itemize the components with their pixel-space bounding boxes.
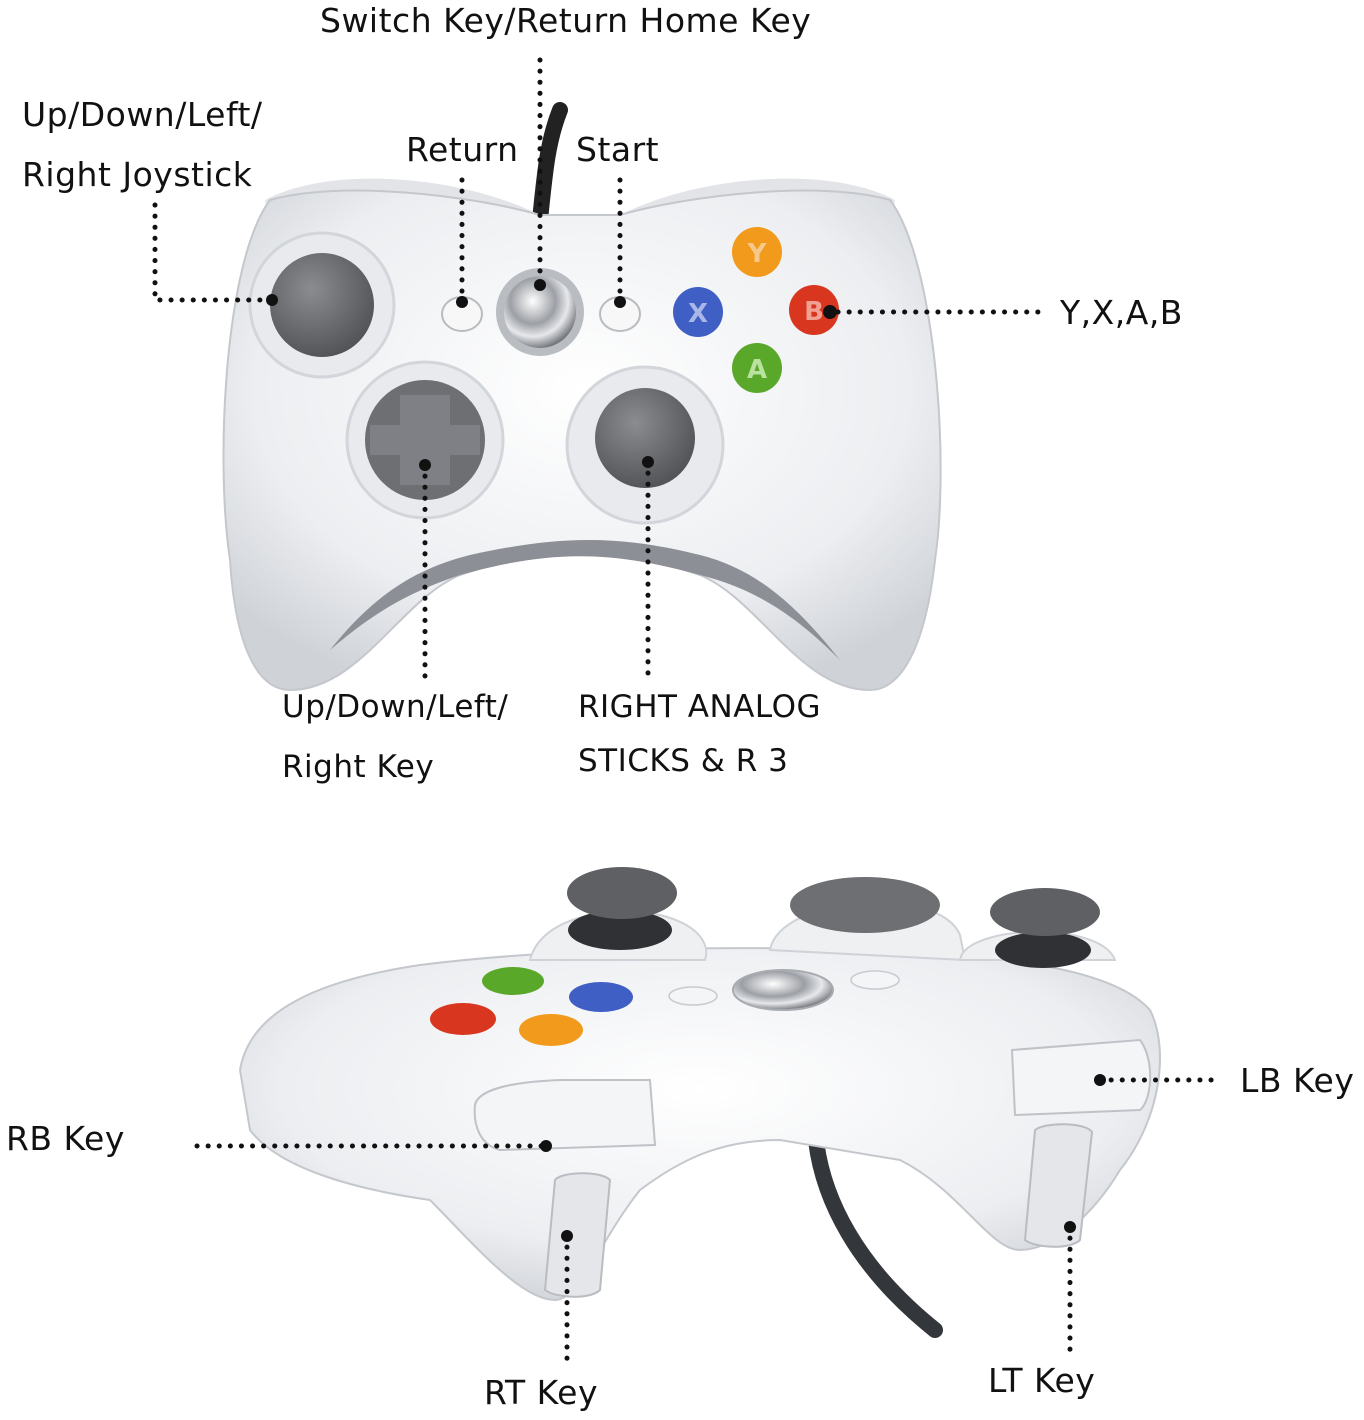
a-button[interactable] (732, 343, 782, 393)
y-button[interactable] (732, 227, 782, 277)
bottom-stick-right[interactable] (990, 888, 1100, 936)
bottom-controller (238, 867, 1161, 1338)
leader-joystick (152, 202, 275, 303)
rt-trigger[interactable] (543, 1172, 612, 1298)
x-button-letter: X (688, 299, 708, 329)
label-switch-home: Switch Key/Return Home Key (320, 1, 812, 40)
dot-dpad (419, 459, 431, 471)
bottom-stick-base-left (568, 910, 672, 950)
right-stick[interactable] (595, 388, 695, 488)
label-lt: LT Key (988, 1361, 1096, 1400)
dot-lb (1094, 1074, 1106, 1086)
label-lb: LB Key (1240, 1061, 1355, 1100)
label-return: Return (406, 130, 519, 169)
left-stick[interactable] (270, 253, 374, 357)
top-cable (532, 102, 568, 228)
bottom-b-button[interactable] (430, 1003, 496, 1035)
dot-rt (561, 1230, 573, 1242)
label-dpad-line2: Right Key (282, 749, 435, 785)
label-joystick-line2: Right Joystick (22, 155, 253, 194)
dot-face (823, 305, 837, 319)
bottom-x-button[interactable] (569, 982, 633, 1012)
dpad-cross (370, 395, 480, 485)
y-button-letter: Y (747, 239, 768, 269)
leader-end-dots (266, 279, 1106, 1242)
x-button[interactable] (673, 287, 723, 337)
dot-return (456, 296, 468, 308)
a-button-letter: A (747, 355, 767, 385)
b-button[interactable] (789, 285, 839, 335)
label-dpad-line1: Up/Down/Left/ (282, 689, 509, 725)
dot-switch (534, 279, 546, 291)
lt-trigger[interactable] (1023, 1123, 1094, 1248)
face-buttons: Y X A B (673, 227, 839, 393)
top-grip-trim (330, 540, 840, 660)
bottom-stick-left[interactable] (567, 867, 677, 919)
label-rb: RB Key (6, 1119, 125, 1158)
label-right-stick-line1: RIGHT ANALOG (578, 689, 821, 725)
bottom-cable (807, 1122, 943, 1338)
label-start: Start (576, 130, 660, 169)
dot-lt (1064, 1221, 1076, 1233)
bottom-stick-base-right (995, 932, 1091, 968)
label-joystick-line1: Up/Down/Left/ (22, 95, 263, 134)
dot-rb (540, 1140, 552, 1152)
dot-right-stick (642, 456, 654, 468)
label-face-buttons: Y,X,A,B (1060, 293, 1183, 332)
top-controller: Y X A B (222, 102, 942, 692)
bottom-back-button[interactable] (850, 970, 900, 990)
dot-joystick (266, 294, 278, 306)
label-right-stick-line2: STICKS & R 3 (578, 743, 789, 779)
b-button-letter: B (804, 297, 824, 327)
bottom-start-button[interactable] (668, 986, 718, 1006)
bottom-a-button[interactable] (482, 967, 544, 995)
bottom-y-button[interactable] (519, 1014, 583, 1046)
leader-lines (152, 57, 1225, 1363)
guide-button[interactable] (504, 276, 576, 348)
dot-start (614, 296, 626, 308)
bottom-dpad[interactable] (790, 877, 940, 933)
lb-bumper[interactable] (1010, 1038, 1152, 1117)
label-rt: RT Key (484, 1373, 599, 1412)
rb-bumper[interactable] (473, 1079, 657, 1152)
bottom-guide-button[interactable] (732, 969, 834, 1011)
